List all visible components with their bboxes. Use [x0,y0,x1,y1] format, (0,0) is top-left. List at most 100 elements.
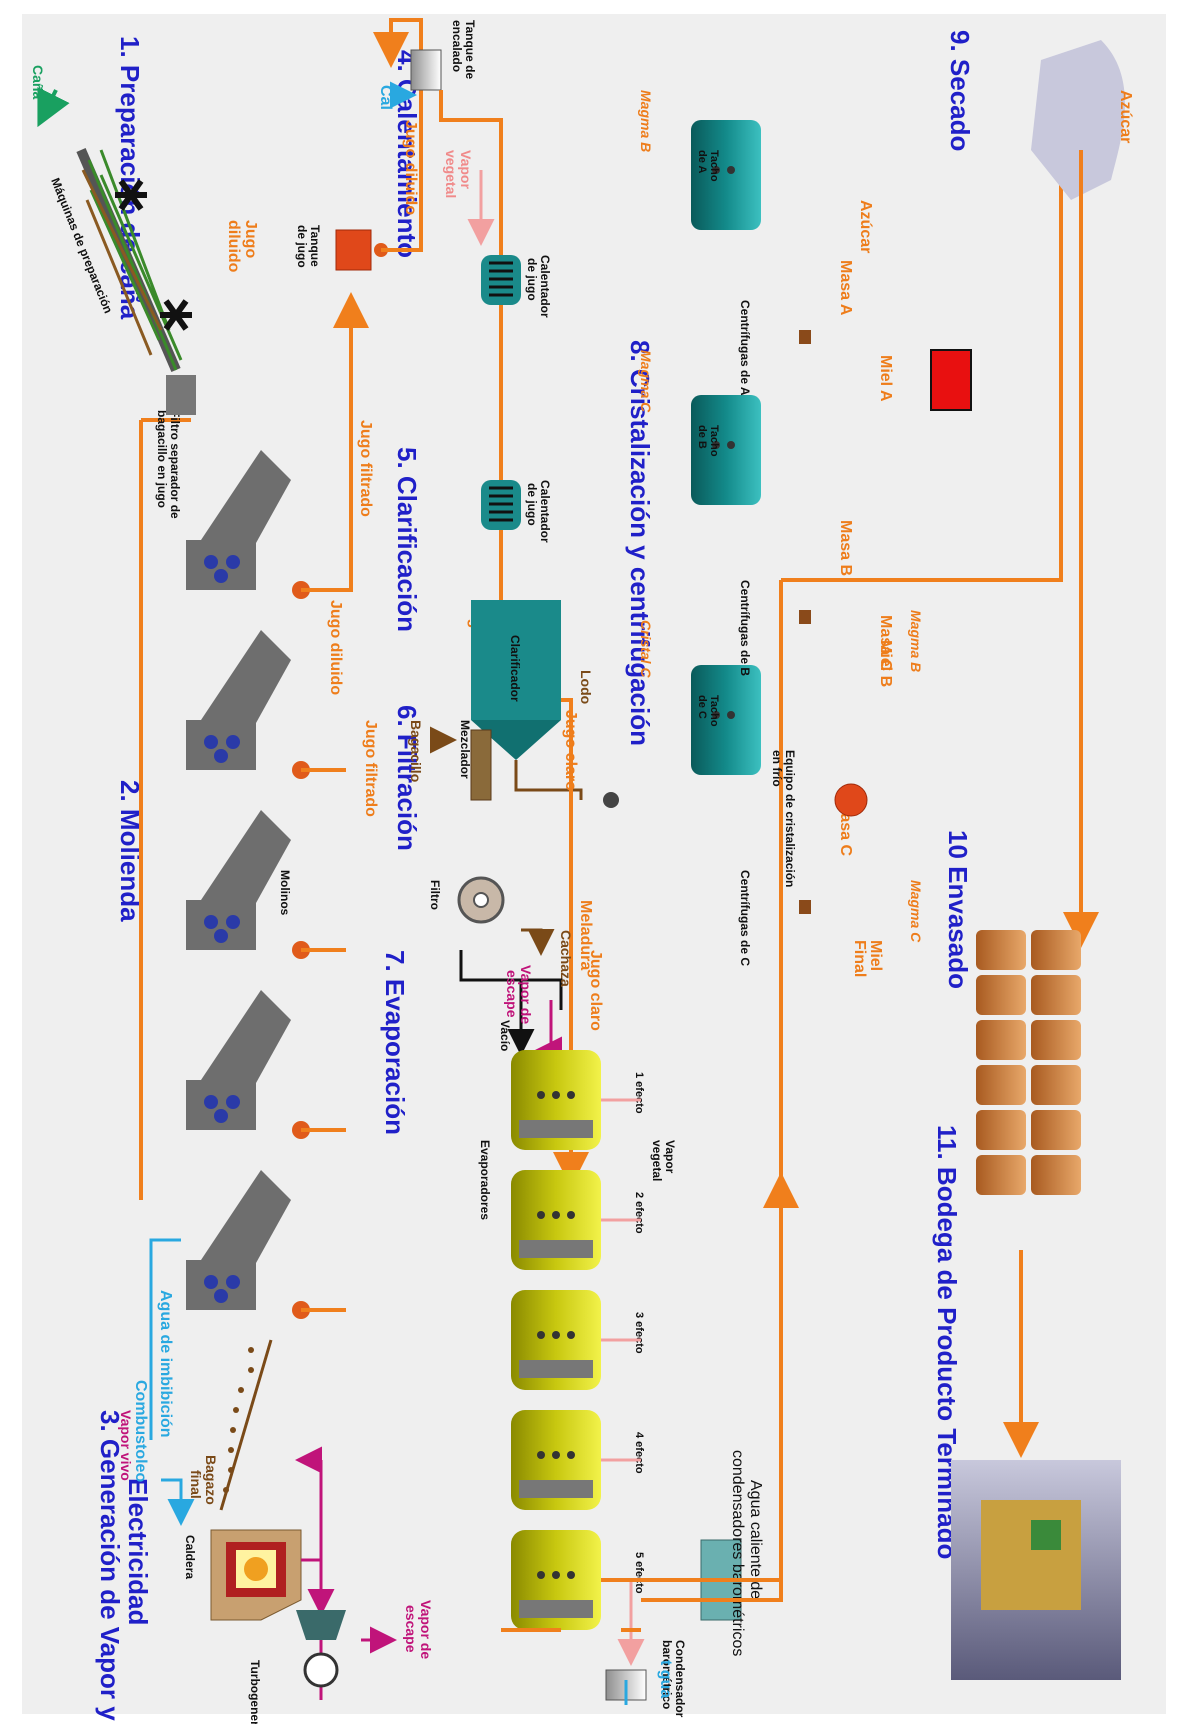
section-10-title: 10 Envasado [943,830,973,989]
dryer-icon [931,350,971,410]
hot-water-label-2: condensadores barométricos [729,1450,746,1656]
evaporators-label: Evaporadores [478,1140,492,1220]
mill-icon [186,810,291,950]
turbogenerators-label: Turbogeneradores [248,1660,262,1724]
liming-tank-label-2: encalado [450,20,464,72]
filtered-juice-label: Jugo filtrado [357,420,374,517]
vacuum-label: Vacío [498,1020,512,1051]
milling-section: Filtro separador de bagacillo en jugo Mo… [141,300,379,1440]
bagacillo-filter [166,375,196,415]
final-honey-label: Miel [867,940,884,971]
filter-drum-icon [459,878,503,922]
mass-a-label: Masa A [837,260,854,316]
heater-icon [481,255,521,305]
magma-b-out-label: Magma B [908,610,924,672]
honey-a-label: Miel A [877,355,894,402]
tacho-a-label: Tacho [708,150,720,182]
cristal-c-label: Cristal C [638,620,654,678]
evap-exhaust-steam-label: Vapor de [518,965,534,1024]
cane-label: Caña [30,65,46,99]
diluted-juice-tank-label-2: diluido [225,220,242,273]
effect-1-label: 1 efecto [633,1072,645,1114]
magma-c-in-label: Magma C [638,350,654,413]
effect-4-label: 4 efecto [633,1432,645,1474]
tacho-b-label-2: de B [696,425,708,449]
centrifuges-a-label: Centrífugas de A [738,300,752,396]
tacho-c-label-2: de C [696,695,708,719]
mill-icon [186,630,291,770]
sugar-label: Azúcar [857,200,874,253]
crystallization-section: Tacho de A Tacho de B Tacho de C Magma B… [601,90,1061,1580]
tacho-b-label: Tacho [708,425,720,457]
filter-cake-label: Cachaza [558,930,574,987]
mills-label: Molinos [278,870,292,916]
clarifier-label: Clarificador [508,635,522,702]
final-bagasse-label: Bagazo [203,1455,219,1505]
cane-preparation: Caña Máquinas de preparación [30,65,192,370]
tacho-icon [691,395,761,505]
diluted-juice-label: Jugo diluido [327,600,344,695]
plant-vapor-evap-label-2: vegetal [650,1140,664,1181]
centrifuges-c-label: Centrífugas de C [738,870,752,966]
diluted-juice-tank-label: Jugo [242,220,259,258]
filter-label: Filtro [428,880,442,910]
section-5-title: 5. Clarificación [392,447,422,632]
warehouse-icon [951,1460,1121,1680]
final-honey-label-2: Final [851,940,868,977]
liming-tank-label: Tanque de [463,20,477,79]
fuel-oil-label: Combustoleo [132,1380,149,1482]
honey-b-label: Miel B [877,640,894,687]
final-bagasse-label-2: final [188,1470,204,1499]
evap-exhaust-steam-label-2: escape [504,970,520,1018]
mill-icon [186,450,291,590]
magma-c-out-label: Magma C [908,880,924,943]
filtration-section: Bagacillo Mezclador Filtro Vacío Cachaza… [408,710,579,1051]
evaporator-icon [511,1290,601,1390]
sugar-pile-label: Azúcar [1117,90,1134,143]
bagacillo-filter-label-2: bagacillo en jugo [155,410,169,508]
evaporation-section: Jugo claro Vapor de escape 1 efecto 2 ef… [478,900,781,1718]
plant-vapor-label-2: vegetal [443,150,459,198]
bagacillo-filter-label: Filtro separador de [168,410,182,519]
bagacillo-label: Bagacillo [408,720,424,782]
centrifuges-b-label: Centrífugas de B [738,580,752,676]
centrifuge-icon [799,330,811,344]
sugar-bag-icon [976,930,1081,1195]
mass-b-label: Masa B [837,520,854,576]
tacho-a-label-2: de A [696,150,708,173]
effect-3-label: 3 efecto [633,1312,645,1354]
boiler-label: Caldera [183,1535,197,1579]
tacho-icon [691,665,761,775]
liming-tank [411,50,441,90]
mixer [471,730,491,800]
mill-icon [186,990,291,1130]
evaporator-icon [511,1410,601,1510]
centrifuge-icon [799,610,811,624]
section-3-title-line2: Electricidad [123,1478,153,1625]
juice-tank-label-2: de jugo [295,225,309,268]
plant-vapor-evap-label: Vapor [663,1140,677,1174]
cold-crystallizer-label-2: en frío [770,750,784,787]
tacho-icon [691,120,761,230]
cold-water-label: t gua [657,1660,674,1698]
mill-icon [186,1170,291,1310]
exhaust-steam-label-2: escape [403,1605,419,1653]
evaporator-icon [511,1530,601,1630]
juice-heater-2-label: Calentador [538,480,552,543]
boiler-icon [211,1530,301,1620]
drying-section: Azúcar [931,40,1134,940]
mixer-label: Mezclador [458,720,472,779]
juice-heater-1-label: Calentador [538,255,552,318]
imbibition-water-label: Agua de imbibición [157,1290,174,1438]
juice-heater-2-label-2: de jugo [525,483,539,526]
section-7-title: 7. Evaporación [380,950,410,1135]
juice-heater-1-label-2: de jugo [525,258,539,301]
evaporator-icon [511,1170,601,1270]
syrup-label: Meladura [577,900,594,970]
barometric-condenser-label: Condensador [673,1640,687,1718]
lime-label: Cal [377,85,394,110]
section-9-title: 9. Secado [945,30,975,151]
